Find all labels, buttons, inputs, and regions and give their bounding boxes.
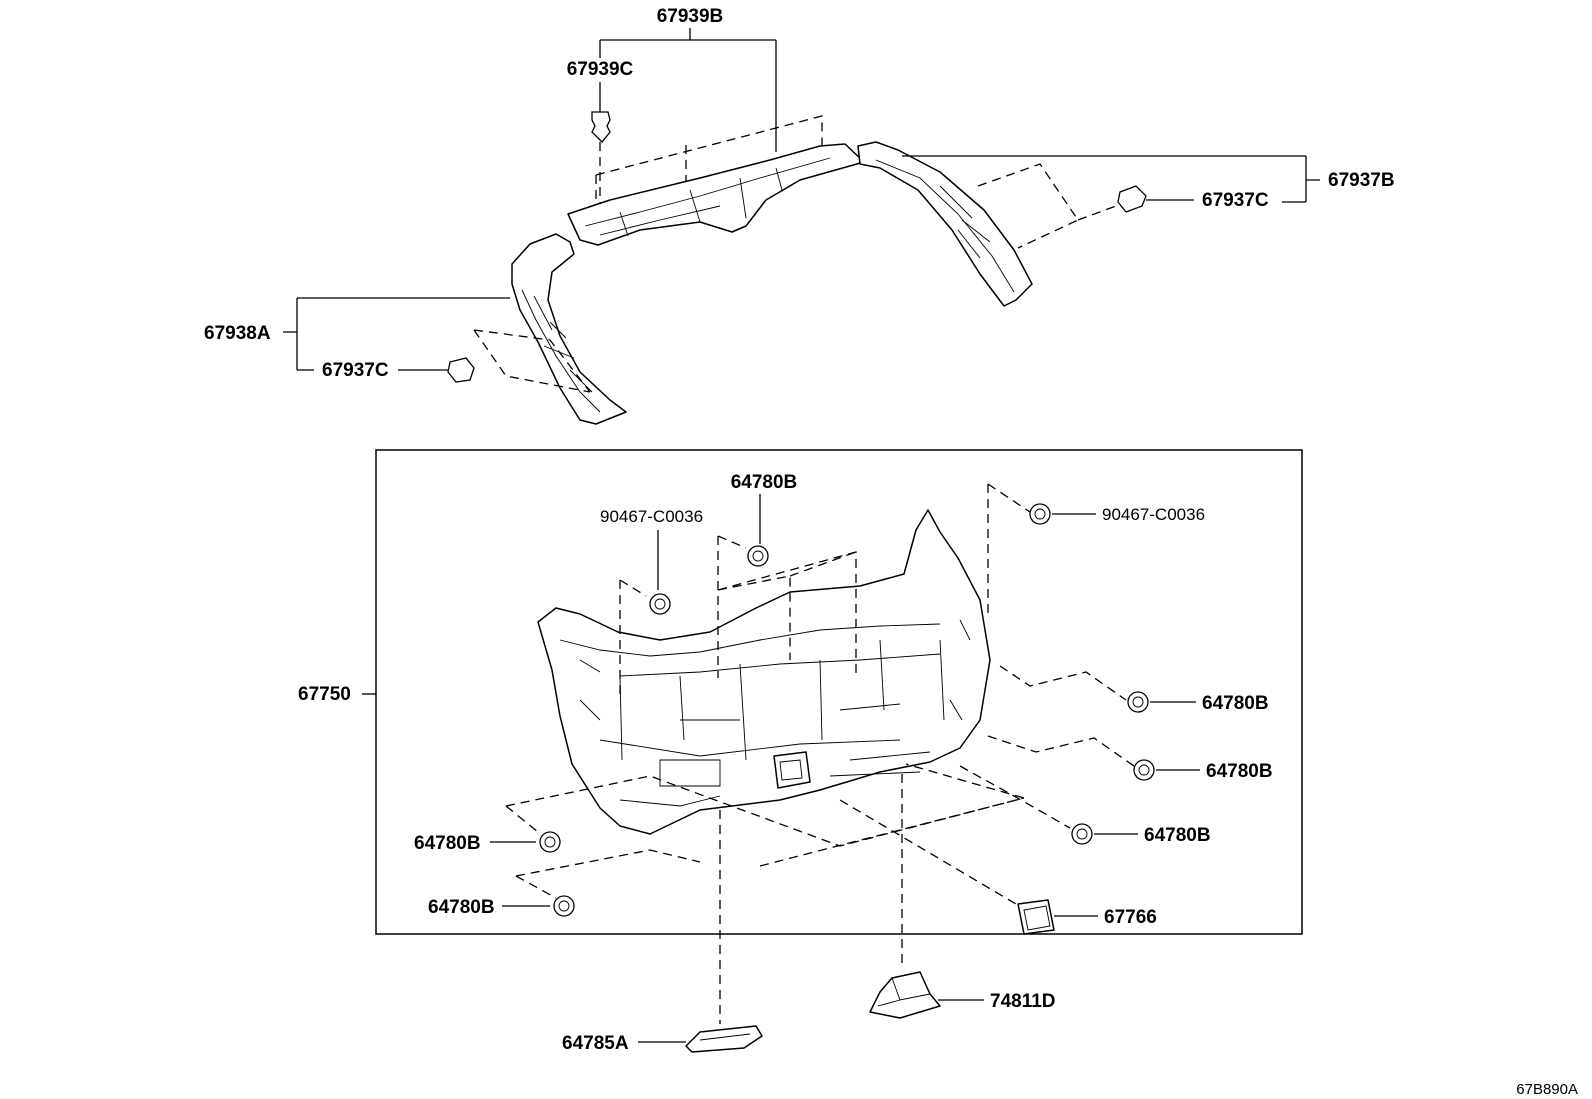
callout-67937B: 67937B xyxy=(902,155,1395,202)
clip-67937C-right xyxy=(1117,185,1147,213)
label-64780B-r1: 64780B xyxy=(1202,693,1269,714)
label-64780B-l2: 64780B xyxy=(428,897,495,918)
callout-67937C-left: 67937C xyxy=(297,329,591,393)
clip-64780B-l1: 64780B xyxy=(414,831,561,854)
label-64780B-r3: 64780B xyxy=(1144,825,1211,846)
label-67750: 67750 xyxy=(298,684,351,705)
clip-64780B-top: 64780B xyxy=(731,472,798,567)
diagram-reference-code: 67B890A xyxy=(1516,1081,1578,1098)
label-64780B-r2: 64780B xyxy=(1206,761,1273,782)
right-pillar-trim xyxy=(857,141,1033,307)
clip-67939C xyxy=(591,111,611,143)
part-64785A: 64785A xyxy=(562,1025,763,1054)
label-64780B-l1: 64780B xyxy=(414,833,481,854)
left-pillar-trim xyxy=(511,233,627,425)
part-74811D: 74811D xyxy=(869,971,1056,1019)
clip-64780B-r2: 64780B xyxy=(1133,759,1273,782)
callout-67937C-right: 67937C xyxy=(977,163,1306,249)
clip-64780B-r3: 64780B xyxy=(1071,823,1211,846)
label-67937C-right: 67937C xyxy=(1202,190,1269,211)
label-64785A: 64785A xyxy=(562,1033,629,1054)
label-90467-right: 90467-C0036 xyxy=(1102,505,1205,524)
upper-trim-panel xyxy=(567,143,865,246)
dashed-leaders xyxy=(505,483,1135,1024)
callout-67938A: 67938A xyxy=(204,297,510,370)
clip-90467-right: 90467-C0036 xyxy=(1029,503,1205,525)
label-67939B: 67939B xyxy=(657,6,724,27)
assembly-box-67750 xyxy=(375,449,1303,935)
clip-64780B-l2: 64780B xyxy=(428,895,575,918)
label-67766: 67766 xyxy=(1104,907,1157,928)
callout-67939B: 67939B xyxy=(599,6,777,152)
label-67937B: 67937B xyxy=(1328,170,1395,191)
label-90467-left: 90467-C0036 xyxy=(600,507,703,526)
back-door-trim-panel xyxy=(537,509,991,835)
clip-64780B-r1: 64780B xyxy=(1127,691,1269,714)
callout-67750: 67750 xyxy=(298,684,376,705)
label-67939C: 67939C xyxy=(567,59,634,80)
clip-90467-left: 90467-C0036 xyxy=(600,507,703,615)
label-67938A: 67938A xyxy=(204,323,271,344)
label-64780B-top: 64780B xyxy=(731,472,798,493)
part-67766: 67766 xyxy=(1017,899,1157,935)
clip-67937C-left xyxy=(447,357,475,383)
label-67937C-left: 67937C xyxy=(322,360,389,381)
label-74811D: 74811D xyxy=(990,991,1056,1012)
